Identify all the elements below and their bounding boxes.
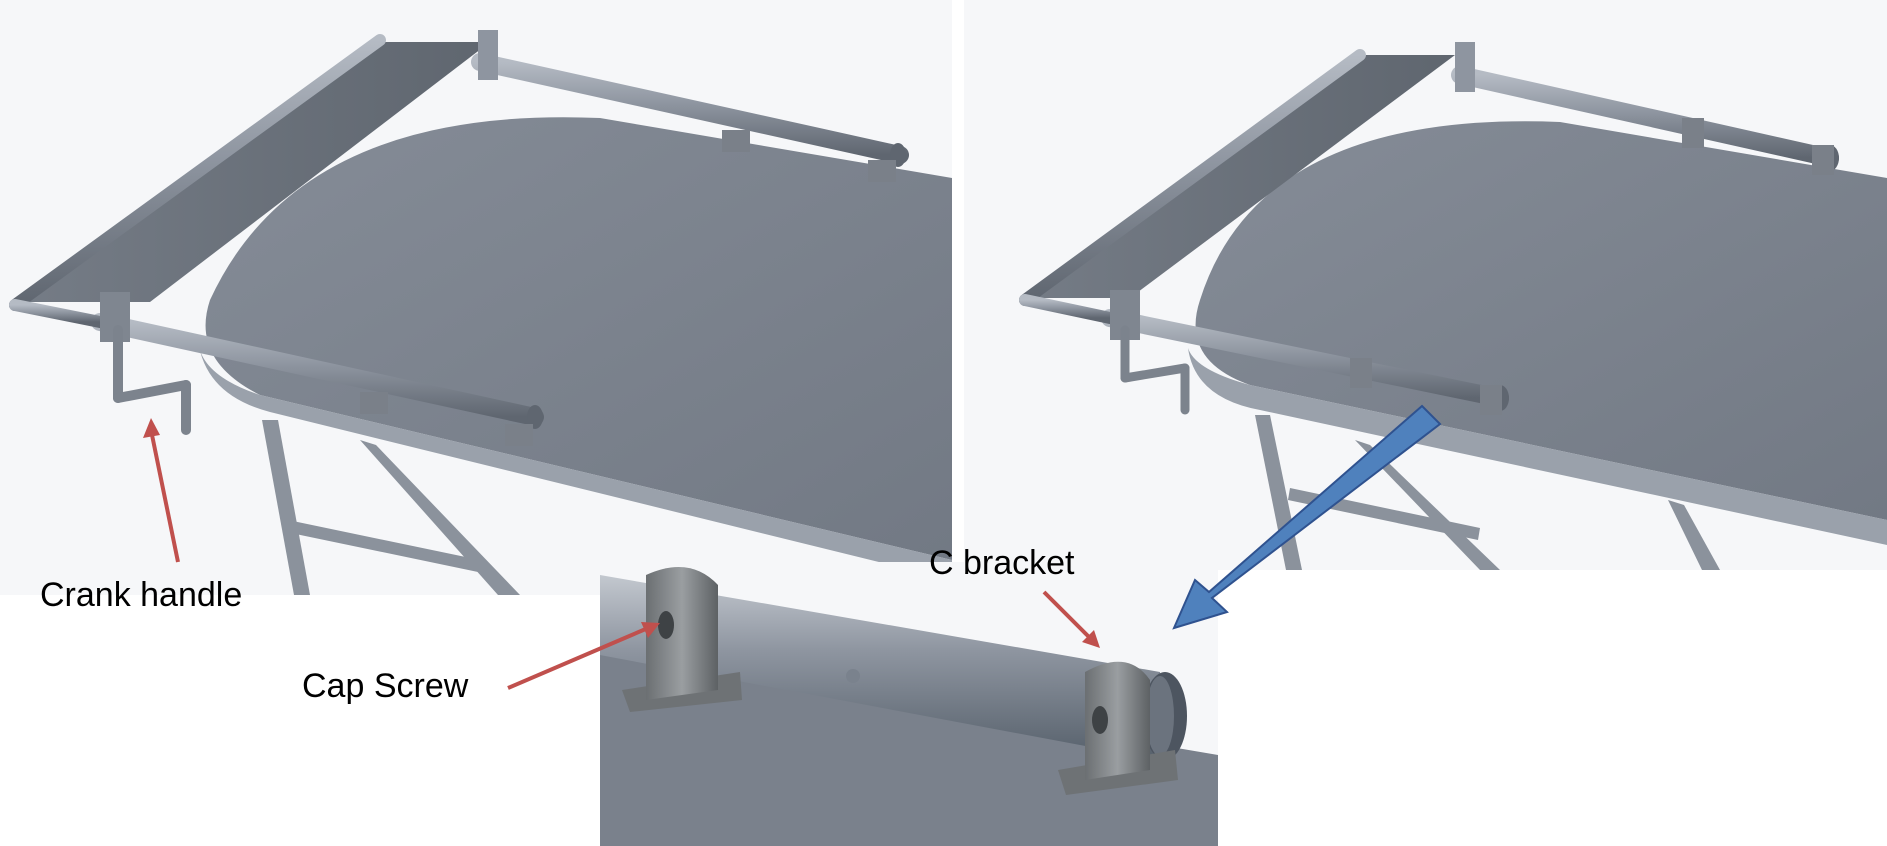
red-callout-arrow-cap-screw [507,622,660,690]
c-bracket-left [622,567,742,712]
table-top [1195,121,1887,520]
red-callout-arrow-crank [143,418,180,563]
c-bracket-label: C bracket [929,544,1075,582]
blue-zoom-arrow [1172,404,1442,630]
red-callout-arrow-c-bracket [1042,590,1100,648]
table-legs [262,420,520,595]
crank-handle-part [113,325,191,435]
canopy-sheet [20,42,490,302]
table-top [205,117,953,560]
table-edge [198,340,952,580]
zoom-inset [600,562,1218,846]
inset-table-top [600,650,1218,846]
cap-screw-label: Cap Screw [302,667,469,705]
table-edge [1188,348,1887,545]
c-bracket-right [1058,661,1178,795]
crank-handle-label: Crank handle [40,576,243,614]
left-panel [0,0,953,595]
right-panel [964,0,1887,570]
